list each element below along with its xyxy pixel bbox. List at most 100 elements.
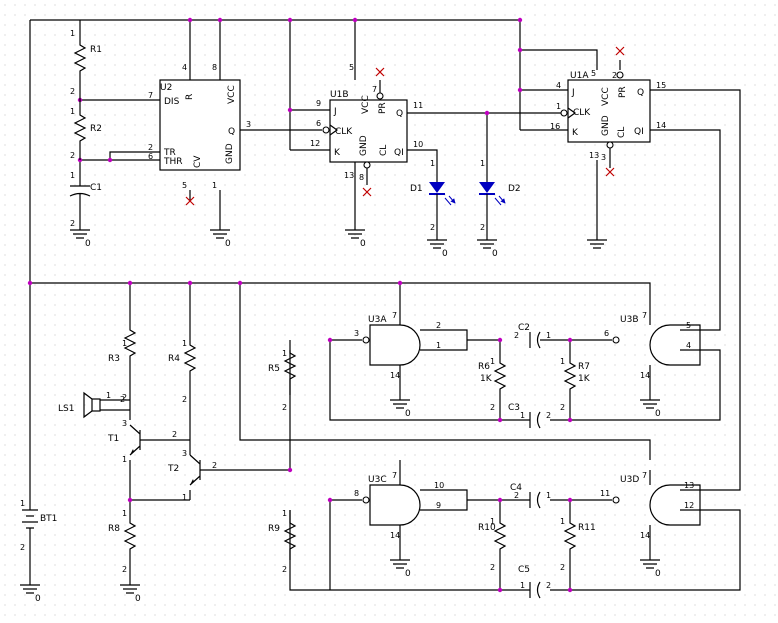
svg-text:8: 8 — [354, 489, 359, 498]
resistor-r5: R5 1 2 — [268, 349, 297, 412]
svg-text:7: 7 — [148, 91, 153, 100]
nand-u3d: U3D 7 11 13 12 14 — [600, 470, 701, 540]
capacitor-c4: C4 2 1 — [510, 483, 551, 509]
svg-text:0: 0 — [225, 239, 231, 249]
svg-text:3: 3 — [246, 120, 251, 129]
resistor-r4: R4 1 2 — [168, 339, 197, 404]
svg-text:2: 2 — [430, 223, 435, 232]
svg-text:2: 2 — [148, 143, 153, 152]
svg-text:11: 11 — [600, 489, 610, 498]
svg-text:2: 2 — [182, 395, 187, 404]
svg-text:U1B: U1B — [330, 90, 349, 100]
svg-text:C1: C1 — [90, 183, 102, 193]
svg-text:0: 0 — [85, 239, 91, 249]
svg-text:1: 1 — [490, 357, 495, 366]
svg-text:2: 2 — [546, 411, 551, 420]
svg-text:4: 4 — [556, 81, 561, 90]
svg-text:5: 5 — [686, 321, 691, 330]
resistor-r3: R3 1 2 — [108, 325, 137, 402]
svg-text:U3A: U3A — [368, 315, 387, 325]
svg-text:1: 1 — [546, 491, 551, 500]
svg-text:2: 2 — [70, 87, 75, 96]
svg-text:QI: QI — [394, 148, 404, 158]
capacitor-c3: C3 1 2 — [508, 403, 551, 429]
resistor-r10: R10 1 2 — [478, 517, 507, 572]
svg-text:U2: U2 — [160, 83, 172, 93]
svg-text:6: 6 — [316, 119, 321, 128]
ground-u2: 0 — [210, 229, 231, 249]
svg-text:R6: R6 — [478, 362, 490, 372]
svg-text:Q: Q — [396, 109, 403, 119]
ic-u1a: U1A J CLK K Q QI VCC PR GND CL 4 1 16 5 … — [550, 46, 666, 177]
svg-text:0: 0 — [35, 594, 41, 604]
transistor-t1: T1 3 2 1 — [107, 419, 177, 464]
speaker-ls1: LS1 1 2 — [58, 391, 125, 419]
svg-text:CL: CL — [617, 127, 627, 138]
svg-text:3: 3 — [354, 329, 359, 338]
svg-text:VCC: VCC — [361, 95, 371, 114]
svg-text:9: 9 — [436, 501, 441, 510]
svg-text:2: 2 — [560, 563, 565, 572]
svg-text:GND: GND — [601, 115, 611, 136]
svg-text:GND: GND — [359, 135, 369, 156]
svg-text:1: 1 — [490, 517, 495, 526]
svg-text:U3D: U3D — [620, 475, 639, 485]
svg-text:13: 13 — [589, 151, 599, 160]
svg-text:THR: THR — [163, 157, 183, 167]
ground-u3d: 0 — [640, 559, 661, 579]
svg-text:0: 0 — [360, 239, 366, 249]
svg-text:4: 4 — [182, 63, 187, 72]
ic-u1b: U1B J CLK K Q QI VCC PR GND CL 9 6 12 5 … — [310, 63, 423, 197]
svg-text:R7: R7 — [578, 362, 590, 372]
svg-text:10: 10 — [413, 140, 423, 149]
svg-text:2: 2 — [560, 403, 565, 412]
ground-u3a: 0 — [390, 399, 411, 419]
svg-text:LS1: LS1 — [58, 404, 74, 414]
svg-text:R8: R8 — [108, 524, 120, 534]
svg-text:T2: T2 — [167, 464, 179, 474]
svg-text:2: 2 — [490, 563, 495, 572]
svg-text:R2: R2 — [90, 124, 102, 134]
svg-text:CLK: CLK — [335, 127, 353, 137]
svg-text:J: J — [333, 107, 337, 117]
svg-text:5: 5 — [349, 63, 354, 72]
svg-text:2: 2 — [70, 219, 75, 228]
svg-text:5: 5 — [182, 181, 187, 190]
svg-text:1: 1 — [106, 391, 111, 400]
svg-text:PR: PR — [618, 86, 628, 98]
svg-text:1: 1 — [560, 357, 565, 366]
svg-text:Q: Q — [228, 127, 235, 137]
svg-text:2: 2 — [514, 331, 519, 340]
svg-text:D1: D1 — [410, 184, 423, 194]
svg-text:1: 1 — [480, 159, 485, 168]
svg-text:R11: R11 — [578, 523, 596, 533]
svg-text:14: 14 — [390, 531, 400, 540]
ground-c1: 0 — [70, 229, 91, 249]
nand-u3a: U3A 7 3 2 1 14 — [354, 310, 441, 380]
svg-text:K: K — [334, 148, 341, 158]
svg-text:15: 15 — [656, 81, 666, 90]
svg-text:2: 2 — [212, 461, 217, 470]
svg-text:1: 1 — [122, 339, 127, 348]
svg-text:2: 2 — [490, 403, 495, 412]
svg-text:5: 5 — [591, 69, 596, 78]
svg-text:10: 10 — [434, 481, 444, 490]
svg-text:R5: R5 — [268, 364, 280, 374]
resistor-r11: R11 1 2 — [560, 517, 596, 572]
svg-text:6: 6 — [148, 152, 153, 161]
svg-text:1: 1 — [282, 349, 287, 358]
svg-text:14: 14 — [640, 371, 650, 380]
resistor-r7: R7 1K 1 2 — [560, 357, 591, 412]
svg-text:0: 0 — [492, 249, 498, 259]
svg-text:2: 2 — [120, 395, 125, 404]
svg-text:GND: GND — [225, 143, 235, 164]
nand-u3b: U3B 7 6 5 4 14 — [604, 310, 701, 380]
svg-text:U1A: U1A — [570, 71, 589, 81]
svg-text:12: 12 — [684, 501, 694, 510]
svg-text:1: 1 — [430, 159, 435, 168]
resistor-r6: R6 1K 1 2 — [478, 357, 507, 412]
svg-text:U3B: U3B — [620, 315, 639, 325]
svg-text:8: 8 — [212, 63, 217, 72]
svg-text:1: 1 — [560, 517, 565, 526]
